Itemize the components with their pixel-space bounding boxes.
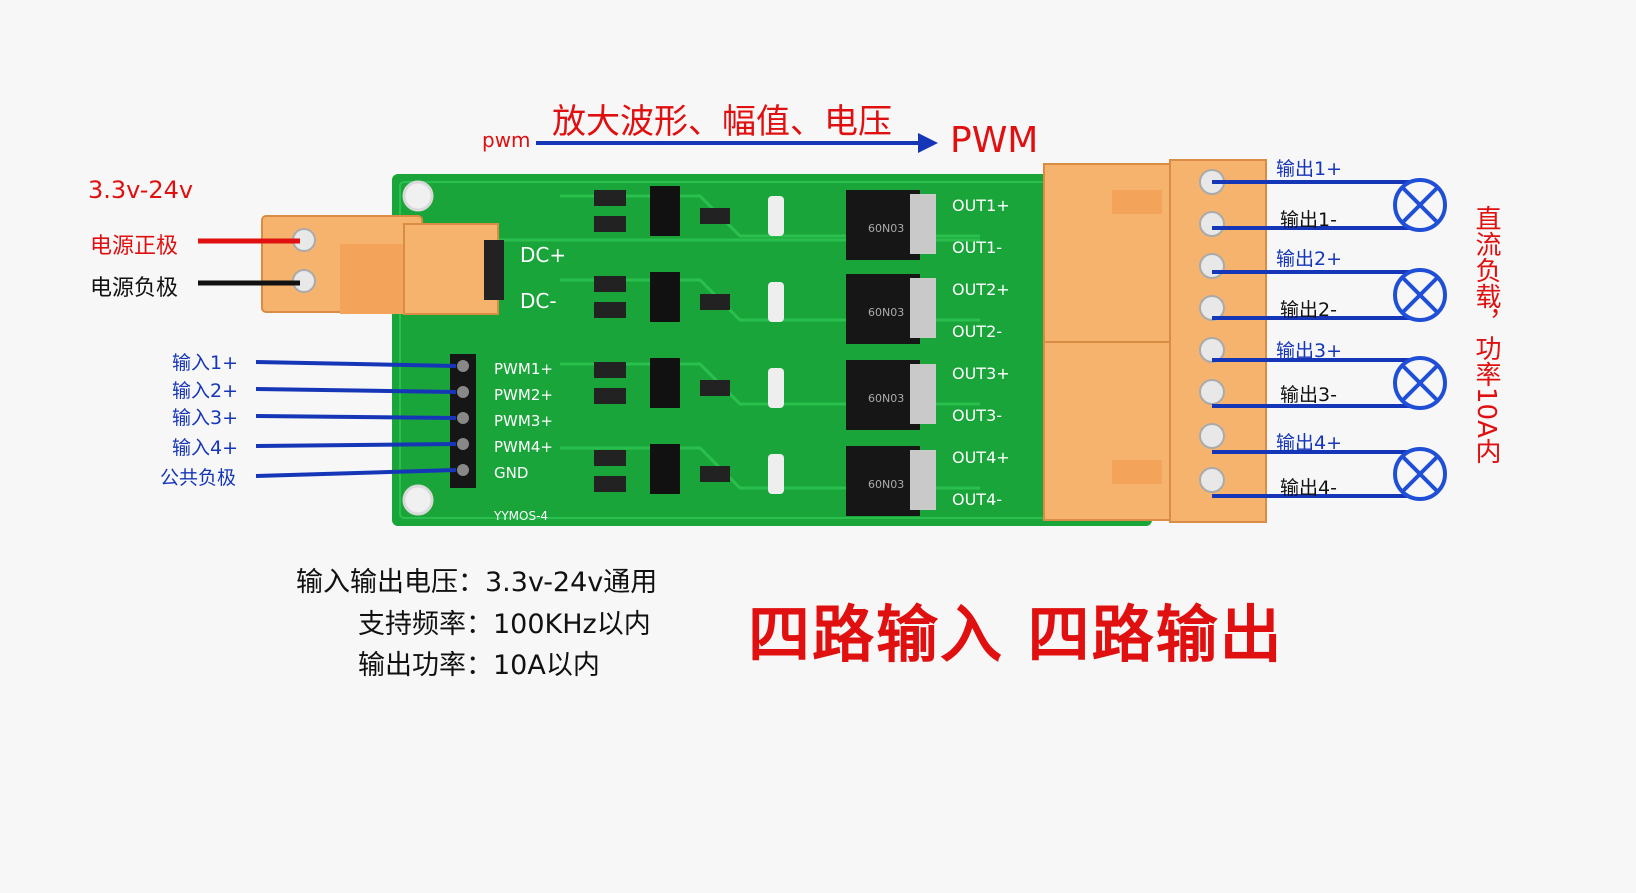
output-wires <box>1212 180 1420 498</box>
silk-out2-plus: OUT2+ <box>952 280 1010 299</box>
input-wires <box>255 360 457 478</box>
mount-hole-top <box>402 180 434 212</box>
input-1-label: 输入1+ <box>172 352 239 374</box>
output-2-minus-label: 输出2- <box>1280 299 1337 321</box>
input-3-label: 输入3+ <box>172 407 239 429</box>
silk-pwm2: PWM2+ <box>494 386 553 404</box>
mosfet-mark-3: 60N03 <box>868 392 904 405</box>
lamp-icon <box>1393 356 1447 410</box>
mosfet-mark-4: 60N03 <box>868 478 904 491</box>
silk-out3-minus: OUT3- <box>952 406 1002 425</box>
mosfet-mark-2: 60N03 <box>868 306 904 319</box>
silk-out3-plus: OUT3+ <box>952 364 1010 383</box>
voltage-range-label: 3.3v-24v <box>88 176 194 204</box>
silk-dc-plus: DC+ <box>520 243 566 267</box>
mosfet-mark-1: 60N03 <box>868 222 904 235</box>
silk-out1-plus: OUT1+ <box>952 196 1010 215</box>
silk-out2-minus: OUT2- <box>952 322 1002 341</box>
mosfets <box>846 190 936 516</box>
output-1-plus-label: 输出1+ <box>1276 158 1343 180</box>
silk-dc-minus: DC- <box>520 289 557 313</box>
spec-voltage: 输入输出电压：3.3v-24v通用 <box>296 567 658 598</box>
lamp-icon <box>1393 447 1447 501</box>
silk-pwm4: PWM4+ <box>494 438 553 456</box>
mount-hole-bottom <box>402 484 434 516</box>
input-4-label: 输入4+ <box>172 437 239 459</box>
power-negative-label: 电源负极 <box>90 276 179 301</box>
input-2-label: 输入2+ <box>172 380 239 402</box>
lamp-icon <box>1393 178 1447 232</box>
silkscreen: DC+ DC- PWM1+ PWM2+ PWM3+ PWM4+ GND YYMO… <box>493 196 1010 523</box>
output-3-plus-label: 输出3+ <box>1276 340 1343 362</box>
spec-power: 输出功率：10A以内 <box>358 650 600 681</box>
silk-pwm3: PWM3+ <box>494 412 553 430</box>
pwm-input-label: pwm <box>482 128 531 152</box>
output-2-plus-label: 输出2+ <box>1276 248 1343 270</box>
amplify-title: 放大波形、幅值、电压 <box>552 102 892 142</box>
silk-out4-minus: OUT4- <box>952 490 1002 509</box>
common-negative-label: 公共负极 <box>160 467 237 489</box>
silk-model: YYMOS-4 <box>493 509 548 523</box>
lamp-icons <box>1393 178 1447 501</box>
pwm-arrow <box>536 133 938 153</box>
lamp-icon <box>1393 268 1447 322</box>
headline: 四路输入 四路输出 <box>748 598 1284 671</box>
output-4-minus-label: 输出4- <box>1280 477 1337 499</box>
silk-gnd: GND <box>494 464 528 482</box>
dc-load-label: 直流负载，功率10A内 <box>1471 205 1501 464</box>
silk-out4-plus: OUT4+ <box>952 448 1010 467</box>
spec-frequency: 支持频率：100KHz以内 <box>358 609 651 640</box>
output-4-plus-label: 输出4+ <box>1276 432 1343 454</box>
power-positive-label: 电源正极 <box>90 234 179 259</box>
silk-out1-minus: OUT1- <box>952 238 1002 257</box>
output-terminals <box>1043 159 1267 523</box>
smd-parts <box>594 186 784 494</box>
silk-pwm1: PWM1+ <box>494 360 553 378</box>
output-3-minus-label: 输出3- <box>1280 384 1337 406</box>
pwm-header <box>450 354 476 488</box>
pcb-board <box>392 174 1152 526</box>
power-terminal <box>261 215 504 315</box>
output-1-minus-label: 输出1- <box>1280 209 1337 231</box>
pwm-output-label: PWM <box>950 120 1039 161</box>
